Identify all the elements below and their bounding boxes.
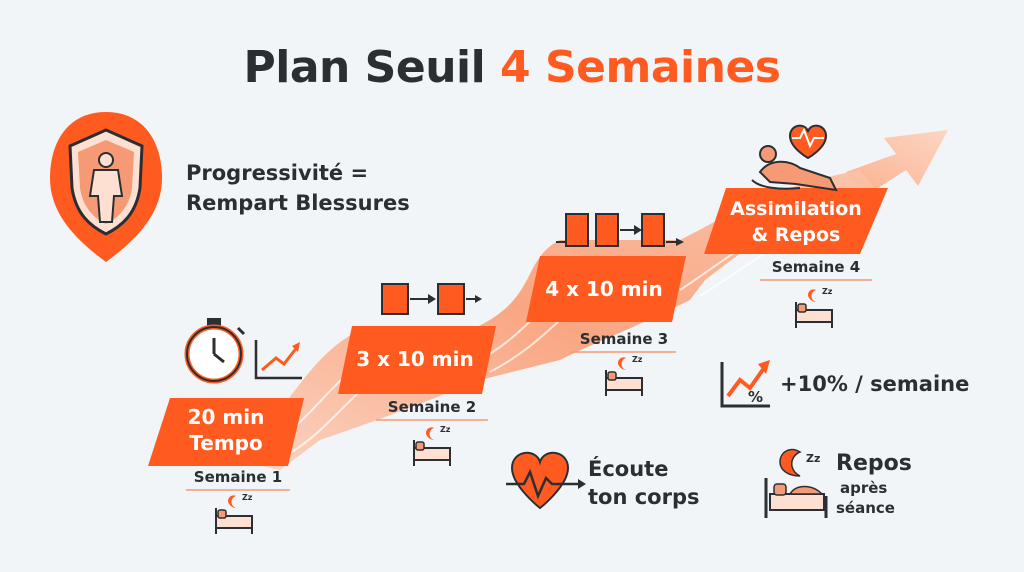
title-accent: 4 Semaines	[500, 42, 781, 93]
shield-caption-line1: Progressivité =	[186, 161, 369, 185]
listen-tip-line2: ton corps	[588, 485, 700, 509]
rest-tip-line2: après	[840, 479, 888, 497]
week-label-2: Semaine 2	[387, 398, 477, 416]
shield-caption: Progressivité = Rempart Blessures	[186, 158, 410, 218]
progress-arrow-head	[846, 130, 948, 196]
interval-blocks-icon-week2	[381, 283, 482, 315]
step-label-4-line2: & Repos	[751, 224, 841, 246]
listen-tip: Écoute ton corps	[588, 455, 700, 511]
bed-icon-week3: Zz	[605, 355, 643, 396]
step-label-1-line2: Tempo	[189, 431, 263, 455]
bed-icon-week4: Zz	[795, 287, 833, 328]
shield-caption-line2: Rempart Blessures	[186, 191, 410, 215]
heartbeat-heart-icon	[506, 452, 586, 510]
title-main: Plan Seuil	[243, 42, 501, 93]
rest-tip: Repos après séance	[836, 450, 912, 518]
step-label-4-line1: Assimilation	[730, 198, 862, 220]
week-label-4: Semaine 4	[771, 258, 861, 276]
interval-blocks-icon-week3	[556, 213, 684, 247]
bed-icon-week2: Zz	[413, 425, 451, 466]
trend-chart-icon	[254, 340, 302, 380]
step-band-4	[704, 188, 888, 254]
step-label-4: Assimilation & Repos	[712, 196, 880, 248]
step-label-3-line1: 4 x 10 min	[545, 277, 663, 301]
week-label-1: Semaine 1	[193, 468, 283, 486]
percent-symbol: %	[748, 388, 763, 406]
shield-body-icon	[50, 112, 162, 262]
week-underlines	[186, 279, 872, 491]
rest-tip-line3: séance	[836, 499, 895, 517]
zz-label-week4: Zz	[822, 287, 833, 296]
zz-label-week2: Zz	[440, 425, 451, 434]
rest-tip-line1: Repos	[836, 451, 912, 476]
step-band-2	[338, 326, 496, 394]
step-label-2-line1: 3 x 10 min	[356, 347, 474, 371]
step-label-1: 20 min Tempo	[160, 404, 292, 456]
rest-bed-icon: Zz	[764, 448, 828, 518]
zz-label-week1: Zz	[242, 493, 253, 502]
listen-tip-line1: Écoute	[588, 457, 669, 481]
progress-tip: +10% / semaine	[780, 372, 970, 396]
stopwatch-icon	[184, 318, 246, 384]
zz-label-rest: Zz	[806, 452, 820, 465]
step-label-1-line1: 20 min	[187, 405, 265, 429]
step-label-2: 3 x 10 min	[342, 346, 488, 372]
step-band-3	[526, 256, 686, 322]
growth-percent-icon: %	[720, 360, 770, 408]
bed-icon-week1: Zz	[215, 493, 253, 534]
zz-label-week3: Zz	[632, 355, 643, 364]
week-label-3: Semaine 3	[579, 330, 669, 348]
step-label-3: 4 x 10 min	[530, 276, 678, 302]
relaxing-person-icon	[751, 124, 838, 192]
step-band-1	[148, 398, 304, 466]
page-title: Plan Seuil 4 Semaines	[0, 42, 1024, 93]
